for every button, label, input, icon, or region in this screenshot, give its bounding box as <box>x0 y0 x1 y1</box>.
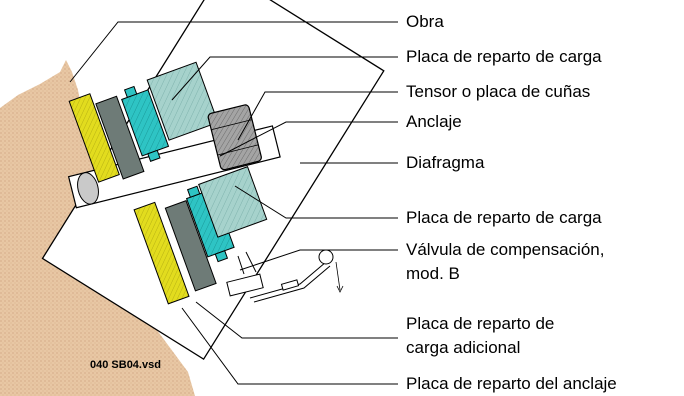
label-placa-adicional-line1: Placa de reparto de <box>406 314 555 333</box>
wedge-block-bottom <box>198 166 268 238</box>
label-placa-anclaje: Placa de reparto del anclaje <box>406 374 617 393</box>
label-valvula-line1: Válvula de compensación, <box>406 240 605 259</box>
label-placa-reparto-carga-2: Placa de reparto de carga <box>406 208 602 227</box>
wedge-block-top <box>146 61 219 141</box>
label-placa-reparto-carga-1: Placa de reparto de carga <box>406 47 602 66</box>
label-valvula-line2: mod. B <box>406 264 460 283</box>
leader-lines <box>69 21 398 385</box>
file-name: 040 SB04.vsd <box>90 359 161 371</box>
additional-load-plate-bottom <box>164 200 217 292</box>
label-obra: Obra <box>406 12 444 31</box>
anchor-distribution-plate-top <box>68 93 120 183</box>
tensor-nut <box>207 104 262 171</box>
compensation-valve <box>226 249 344 303</box>
label-diafragma: Diafragma <box>406 153 485 172</box>
additional-load-plate-top <box>95 95 145 180</box>
label-placa-adicional-line2: carga adicional <box>406 338 521 357</box>
label-anclaje: Anclaje <box>406 112 462 131</box>
anchor-distribution-plate-bottom <box>133 201 190 305</box>
label-tensor: Tensor o placa de cuñas <box>406 82 591 101</box>
